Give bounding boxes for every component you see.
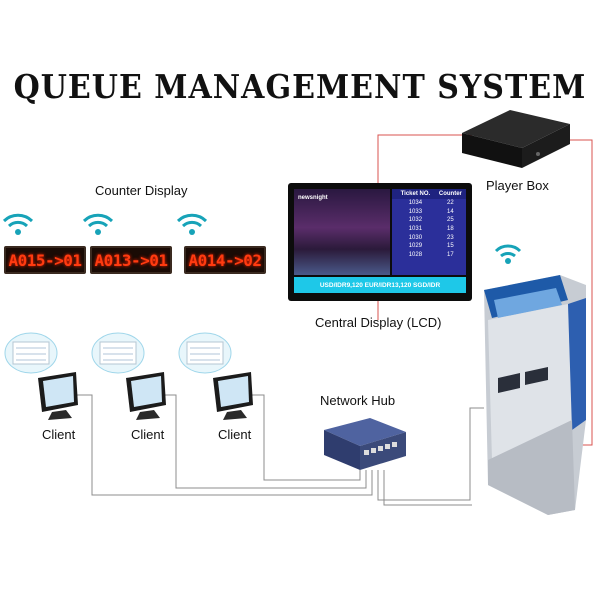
client-label: Client [42,427,76,442]
lcd-video-area: newsnight [294,189,390,275]
counter-cell: 23 [447,234,454,241]
client-bubble-icon [4,332,58,374]
ticket-cell: 1030 [408,234,423,241]
table-row: 1032 25 [392,216,466,225]
counter-cell: 17 [447,251,454,258]
network-hub-icon [324,418,406,470]
lcd-ticker: USD/IDR9,120 EUR/IDR13,120 SGD/IDR [294,277,466,293]
ticket-cell: 1031 [408,226,423,233]
counter-cell: 14 [447,208,454,215]
counter-cell: 15 [447,243,454,250]
wifi-icon [176,213,208,235]
ticket-cell: 1033 [408,208,423,215]
client-monitor-icon [213,372,253,420]
client-bubble-icon [91,332,145,374]
counter-display-led: A015->01 [4,246,86,274]
lcd-header-counter: Counter [438,191,462,197]
client-label: Client [218,427,252,442]
ticket-cell: 1028 [408,251,423,258]
wifi-icon [494,244,522,264]
table-row: 1034 22 [392,199,466,208]
wire-hub-kiosk-2 [383,470,472,506]
network-hub-label: Network Hub [320,393,396,408]
table-row: 1031 18 [392,225,466,234]
ticket-cell: 1034 [408,200,423,207]
lcd-channel-name: newsnight [298,195,328,201]
wifi-icon [2,213,34,235]
wire-client1-hub [75,394,373,496]
table-row: 1030 23 [392,233,466,242]
central-display-lcd: newsnight Ticket NO. Counter 1034 22 1033… [288,183,472,301]
client-monitor-icon [126,372,166,420]
counter-cell: 25 [447,217,454,224]
counter-cell: 22 [447,200,454,207]
wire-client3-hub [250,394,361,481]
client-label: Client [131,427,165,442]
counter-cell: 18 [447,226,454,233]
wire-playerbox-kiosk [562,139,593,446]
wifi-icon [82,213,114,235]
wire-hub-kiosk [377,407,484,501]
counter-display-led: A014->02 [184,246,266,274]
wire-client2-hub [163,394,367,489]
client-monitor-icon [38,372,78,420]
table-row: 1028 17 [392,251,466,260]
table-row: 1029 15 [392,242,466,251]
ticket-cell: 1032 [408,217,423,224]
client-bubble-icon [178,332,232,374]
ticket-cell: 1029 [408,243,423,250]
counter-display-led: A013->01 [90,246,172,274]
kiosk-icon [484,275,586,515]
player-box-label: Player Box [486,178,549,193]
table-row: 1033 14 [392,208,466,217]
central-display-label: Central Display (LCD) [315,315,442,330]
player-box-icon [462,110,570,168]
counter-display-label: Counter Display [95,183,188,198]
page-title: QUEUE MANAGEMENT SYSTEM [13,68,587,107]
lcd-header-ticket: Ticket NO. [400,191,431,197]
